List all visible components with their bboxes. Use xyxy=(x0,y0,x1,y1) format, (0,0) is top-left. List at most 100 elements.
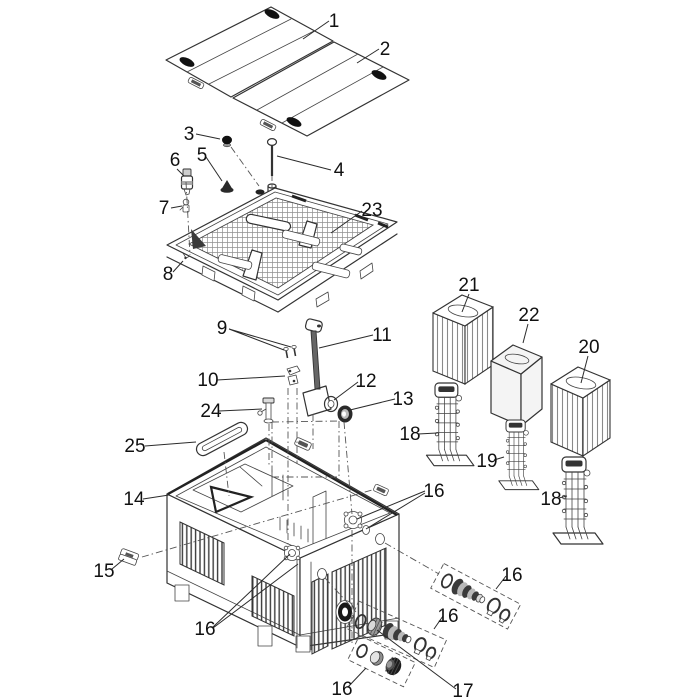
callout-16-hose-mid: 16 xyxy=(433,606,459,630)
adapter-sleeve xyxy=(369,651,384,666)
lid-screw-hole-icon xyxy=(286,70,387,127)
svg-text:16: 16 xyxy=(437,606,458,627)
callouts: 1 2 3 4 5 6 7 8 9 10 11 12 13 14 15 16 1… xyxy=(93,11,599,700)
svg-text:1: 1 xyxy=(329,11,340,32)
svg-text:12: 12 xyxy=(355,371,376,392)
callout-16-flange-left: 16 xyxy=(194,553,299,640)
callout-21: 21 xyxy=(458,275,480,313)
callout-16-flange-right: 16 xyxy=(356,481,445,530)
screw-4 xyxy=(266,138,278,176)
stepped-hose-barb xyxy=(451,578,486,604)
lid-latch-tab xyxy=(187,76,205,90)
svg-text:16: 16 xyxy=(194,619,215,640)
svg-text:22: 22 xyxy=(518,305,539,326)
connector-7 xyxy=(179,198,190,213)
callout-25: 25 xyxy=(124,436,197,457)
callout-3: 3 xyxy=(184,124,221,145)
svg-text:18: 18 xyxy=(399,424,420,445)
svg-text:21: 21 xyxy=(458,275,479,296)
svg-text:4: 4 xyxy=(334,160,345,181)
callout-15: 15 xyxy=(93,558,125,582)
svg-text:8: 8 xyxy=(163,264,174,285)
svg-text:18: 18 xyxy=(540,489,561,510)
callout-2: 2 xyxy=(356,39,390,64)
cap-nut-3 xyxy=(222,135,232,148)
callout-13: 13 xyxy=(349,389,414,411)
svg-text:6: 6 xyxy=(170,150,181,171)
lid-screw-hole-icon xyxy=(179,9,280,67)
o-ring-icon xyxy=(354,614,367,630)
foam-filter-21 xyxy=(432,294,494,386)
o-ring-icon xyxy=(440,573,454,589)
drain-valve-24 xyxy=(257,397,275,424)
callout-11: 11 xyxy=(318,325,392,349)
filter-rack-19 xyxy=(498,419,540,491)
svg-text:13: 13 xyxy=(392,389,413,410)
hose-clamp xyxy=(413,637,427,655)
svg-text:10: 10 xyxy=(197,370,218,391)
hose-clamp xyxy=(486,597,501,617)
lid-panel-2 xyxy=(232,41,410,137)
svg-text:25: 25 xyxy=(124,436,145,457)
knurled-nut xyxy=(385,656,402,676)
fitting-6 xyxy=(180,168,194,196)
svg-text:16: 16 xyxy=(331,679,352,700)
vent-slats xyxy=(311,573,329,655)
svg-text:16: 16 xyxy=(501,565,522,586)
body-interior xyxy=(192,463,327,549)
callout-8: 8 xyxy=(163,260,184,285)
svg-text:5: 5 xyxy=(197,145,208,166)
callout-16-hose-upper: 16 xyxy=(495,565,523,590)
tray-slots xyxy=(217,229,363,279)
callout-18-left: 18 xyxy=(399,424,438,445)
filter-rack-18-left xyxy=(425,382,475,467)
pipe-hole xyxy=(317,568,327,580)
hose-kit-bottom-16 xyxy=(347,634,416,688)
svg-text:15: 15 xyxy=(93,561,114,582)
callout-4: 4 xyxy=(276,155,345,181)
callout-5: 5 xyxy=(197,145,223,182)
callout-6: 6 xyxy=(170,150,185,177)
tray-handle-slot xyxy=(245,213,292,232)
svg-text:9: 9 xyxy=(217,318,228,339)
stepped-hose-barb xyxy=(382,623,412,644)
rim-latch-tab xyxy=(373,483,389,497)
bracket-10 xyxy=(286,365,301,386)
tray-feet xyxy=(201,262,374,308)
grommet-13 xyxy=(337,405,353,423)
svg-text:24: 24 xyxy=(200,401,222,422)
callout-18-right: 18 xyxy=(540,489,568,510)
svg-text:17: 17 xyxy=(452,681,473,700)
callout-12: 12 xyxy=(333,371,377,401)
svg-text:19: 19 xyxy=(476,451,497,472)
hose-clamp xyxy=(425,646,437,661)
bulkhead-flange-left xyxy=(283,545,301,561)
svg-text:14: 14 xyxy=(123,489,145,510)
svg-text:7: 7 xyxy=(159,198,170,219)
callout-14: 14 xyxy=(123,489,170,510)
svg-text:20: 20 xyxy=(578,337,599,358)
latch-clip-15 xyxy=(118,548,140,566)
bulkhead-flange-right xyxy=(343,511,370,535)
callout-17: 17 xyxy=(376,629,474,700)
callout-7: 7 xyxy=(159,198,183,219)
callout-24: 24 xyxy=(200,401,263,422)
callout-10: 10 xyxy=(197,370,286,391)
foam-filter-20 xyxy=(550,366,611,458)
callout-23: 23 xyxy=(330,200,383,234)
callout-19: 19 xyxy=(476,451,505,472)
lid-panel-1 xyxy=(165,6,334,98)
rubber-foot-5 xyxy=(220,180,234,193)
rim-latch-tab xyxy=(294,437,312,451)
alignment-guides xyxy=(141,146,440,644)
callout-1: 1 xyxy=(302,11,340,40)
callout-20: 20 xyxy=(578,337,600,384)
hose-clamp xyxy=(498,608,511,624)
o-ring-icon xyxy=(356,643,368,659)
cleaning-rod-11 xyxy=(302,318,332,417)
pipe-hole xyxy=(375,533,385,545)
svg-text:11: 11 xyxy=(372,325,392,346)
hose-kit-upper-16 xyxy=(430,562,522,630)
